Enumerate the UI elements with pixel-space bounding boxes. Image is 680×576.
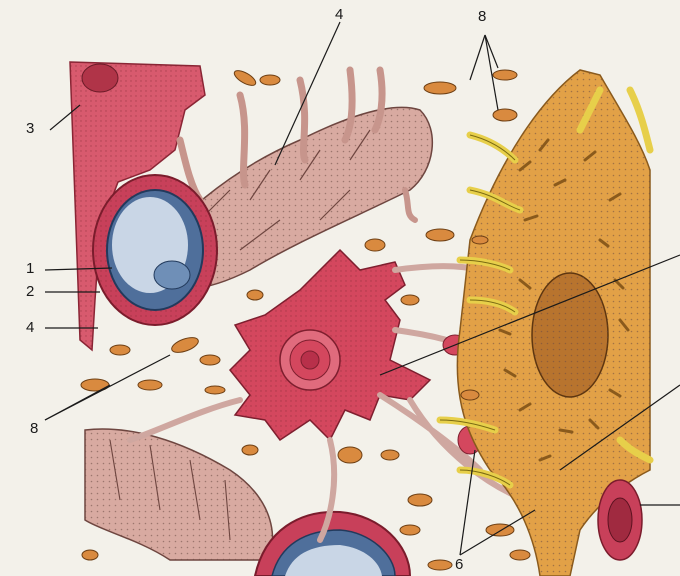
label-8-left: 8 bbox=[30, 420, 38, 437]
capillary-left bbox=[93, 175, 217, 325]
glial-cell-bottom-right bbox=[598, 480, 642, 560]
label-2: 2 bbox=[26, 283, 34, 300]
label-4-top: 4 bbox=[335, 6, 343, 23]
label-1: 1 bbox=[26, 260, 34, 277]
label-4-left: 4 bbox=[26, 319, 34, 336]
label-8-top: 8 bbox=[478, 8, 486, 25]
label-6: 6 bbox=[455, 556, 463, 573]
label-3: 3 bbox=[26, 120, 34, 137]
